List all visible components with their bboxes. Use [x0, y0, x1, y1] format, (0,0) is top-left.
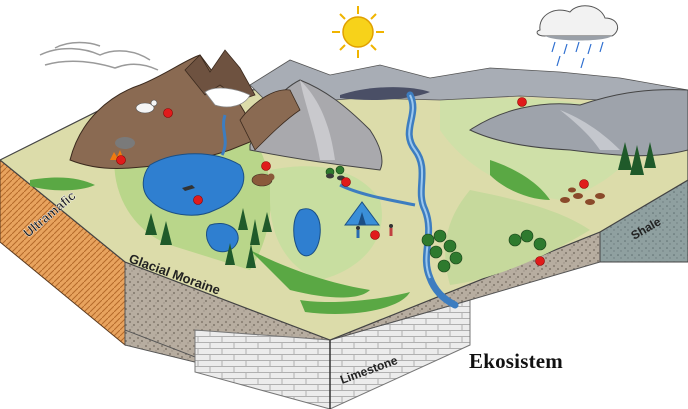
- tent-icon: [344, 201, 380, 226]
- glacier: [204, 87, 251, 108]
- pond: [206, 223, 239, 253]
- alpine-lake: [142, 153, 245, 216]
- marker-dot: [370, 230, 380, 240]
- diagram-caption: Ekosistem: [469, 349, 563, 373]
- marker-dot: [517, 97, 527, 107]
- marker-dot: [535, 256, 545, 266]
- marker-dot: [579, 179, 589, 189]
- small-lake: [293, 208, 321, 257]
- sun-icon: [332, 6, 384, 58]
- marker-dot: [193, 195, 203, 205]
- bear-icon: [251, 173, 275, 187]
- mountain-goat-icon: [135, 99, 158, 114]
- deciduous-trees: [325, 165, 547, 273]
- rain-cloud-icon: [536, 5, 619, 69]
- moose-icon: [182, 185, 195, 191]
- forest: [145, 142, 656, 268]
- marker-dot: [116, 155, 126, 165]
- hikers-icon: [356, 224, 393, 238]
- marker-dot: [261, 161, 271, 171]
- marker-dot: [163, 108, 173, 118]
- site-markers: [116, 97, 589, 266]
- caribou-herd-icon: [560, 187, 605, 205]
- wind-cloud-icon: [39, 41, 159, 71]
- limestone-layer: [194, 329, 331, 409]
- marker-dot: [341, 177, 351, 187]
